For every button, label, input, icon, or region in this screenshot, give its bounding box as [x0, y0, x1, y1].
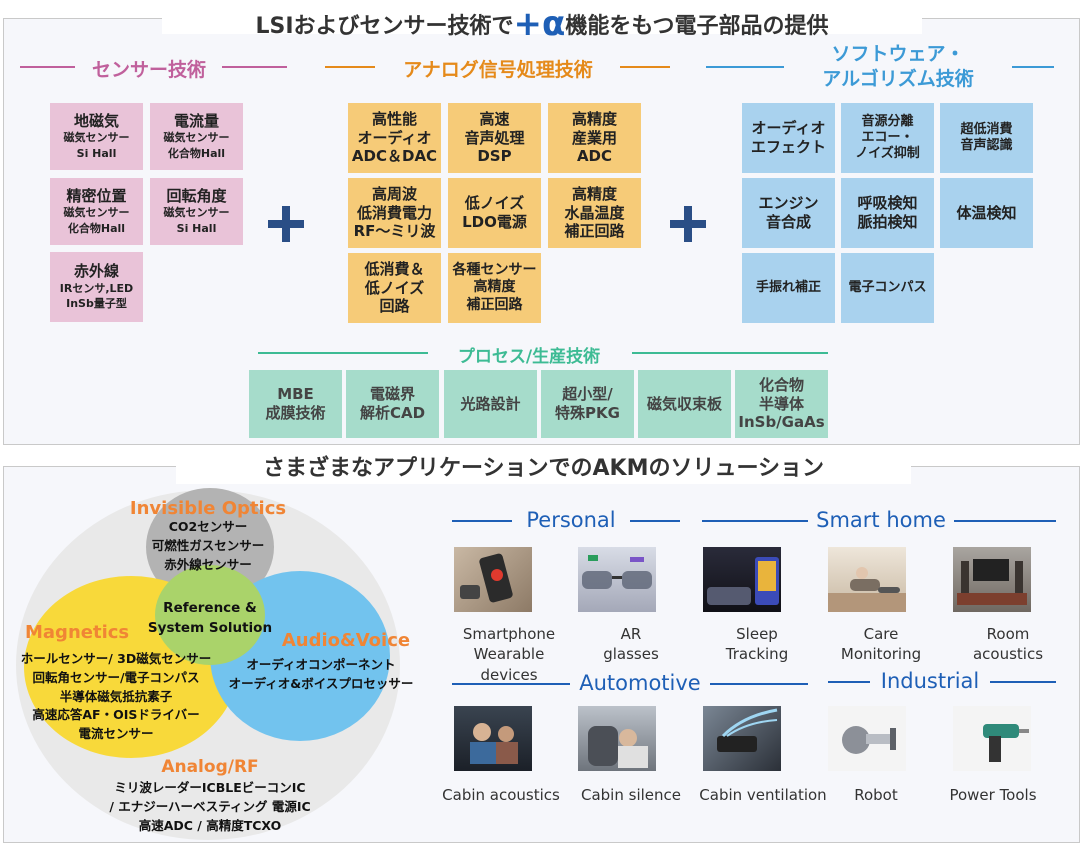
sensor-box-infrared: 赤外線 IRセンサ,LED InSb量子型 — [50, 252, 143, 322]
analog-box-crystal-compensation: 高精度 水晶温度 補正回路 — [548, 178, 641, 248]
technology-panel-title: LSIおよびセンサー技術で+α機能をもつ電子部品の提供 — [162, 2, 922, 41]
care-monitoring-photo — [828, 547, 906, 612]
app-label-smartphone: Smartphone Wearable devices — [462, 625, 556, 684]
analog-box-sensor-compensation: 各種センサー 高精度 補正回路 — [448, 253, 541, 323]
sensor-heading-line-left — [20, 66, 75, 68]
software-box-audio-effect: オーディオ エフェクト — [742, 103, 835, 173]
invisible-optics-title: Invisible Optics — [129, 498, 287, 519]
app-label-cabin-silence: Cabin silence — [581, 786, 681, 804]
invisible-optics-text: CO2センサー 可燃性ガスセンサー 赤外線センサー — [151, 519, 265, 572]
software-box-stabilization: 手振れ補正 — [742, 253, 835, 323]
app-label-sleep-tracking: Sleep Tracking — [725, 625, 789, 664]
software-box-voice-recognition: 超低消費 音声認識 — [940, 103, 1033, 173]
software-box-vital-detection: 呼吸検知 脈拍検知 — [841, 178, 934, 248]
process-box-flux-concentrator: 磁気収束板 — [638, 370, 731, 438]
venn-center-text: Reference & System Solution — [147, 600, 273, 637]
software-box-e-compass: 電子コンパス — [841, 253, 934, 323]
process-heading-line-left — [258, 352, 428, 354]
audio-voice-title: Audio&Voice — [281, 630, 411, 651]
plus-icon-right — [670, 206, 706, 242]
sensor-heading: センサー技術 — [91, 59, 206, 81]
analog-heading-line-left — [325, 66, 375, 68]
robot-arm-photo — [828, 706, 906, 771]
category-industrial: Industrial — [870, 669, 990, 693]
magnetics-title: Magnetics — [25, 622, 130, 643]
sensor-box-geomagnetic: 地磁気 磁気センサー Si Hall — [50, 103, 143, 170]
category-smart-home: Smart home — [808, 508, 954, 532]
sensor-box-rotation: 回転角度 磁気センサー Si Hall — [150, 178, 243, 245]
process-box-compound-semiconductor: 化合物 半導体 InSb/GaAs — [735, 370, 828, 438]
analog-box-low-noise-circuit: 低消費＆ 低ノイズ 回路 — [348, 253, 441, 323]
category-personal: Personal — [512, 508, 630, 532]
sensor-heading-line-right — [222, 66, 287, 68]
analog-heading-line-right — [620, 66, 670, 68]
app-label-care-monitoring: Care Monitoring — [840, 625, 922, 664]
solutions-panel-title: さまざまなアプリケーションでのAKMのソリューション — [176, 454, 911, 484]
category-automotive: Automotive — [570, 671, 710, 695]
app-label-cabin-ventilation: Cabin ventilation — [699, 786, 827, 804]
analog-heading: アナログ信号処理技術 — [403, 59, 593, 81]
app-label-ar-glasses: AR glasses — [603, 625, 659, 664]
analog-rf-text: ミリ波レーダーICBLEビーコンIC / エナジーハーベスティング 電源IC 高… — [109, 780, 311, 833]
cabin-silence-photo — [578, 706, 656, 771]
software-heading-line-left — [706, 66, 784, 68]
software-box-body-temperature: 体温検知 — [940, 178, 1033, 248]
cabin-acoustics-photo — [454, 706, 532, 771]
power-tool-photo — [953, 706, 1031, 771]
software-box-engine-sound: エンジン 音合成 — [742, 178, 835, 248]
process-box-optics: 光路設計 — [444, 370, 537, 438]
sensor-box-current: 電流量 磁気センサー 化合物Hall — [150, 103, 243, 170]
plus-alpha-mark: +α — [513, 4, 566, 44]
sensor-box-position: 精密位置 磁気センサー 化合物Hall — [50, 178, 143, 245]
process-heading: プロセス/生産技術 — [457, 347, 601, 367]
app-label-cabin-acoustics: Cabin acoustics — [442, 786, 560, 804]
process-heading-line-right — [632, 352, 828, 354]
analog-box-ldo: 低ノイズ LDO電源 — [448, 178, 541, 248]
ar-glasses-photo — [578, 547, 656, 612]
software-heading: ソフトウェア・ アルゴリズム技術 — [822, 43, 974, 90]
software-box-noise-suppression: 音源分離 エコー・ ノイズ抑制 — [841, 103, 934, 173]
app-label-room-acoustics: Room acoustics — [972, 625, 1044, 664]
audio-voice-text: オーディオコンポーネント オーディオ&ボイスプロセッサー — [228, 657, 414, 691]
cabin-ventilation-photo — [703, 706, 781, 771]
process-box-mbe: MBE 成膜技術 — [249, 370, 342, 438]
process-box-pkg: 超小型/ 特殊PKG — [541, 370, 634, 438]
process-box-cad: 電磁界 解析CAD — [346, 370, 439, 438]
app-label-power-tools: Power Tools — [949, 786, 1037, 804]
analog-box-rf: 高周波 低消費電力 RF〜ミリ波 — [348, 178, 441, 248]
analog-box-industrial-adc: 高精度 産業用 ADC — [548, 103, 641, 173]
venn-circle-center — [155, 565, 265, 665]
magnetics-text: ホールセンサー/ 3D磁気センサー 回転角センサー/電子コンパス 半導体磁気抵抗… — [20, 651, 212, 741]
analog-box-dsp: 高速 音声処理 DSP — [448, 103, 541, 173]
smartphone-photo — [454, 547, 532, 612]
analog-box-audio-adc-dac: 高性能 オーディオ ADC＆DAC — [348, 103, 441, 173]
sleep-tracking-photo — [703, 547, 781, 612]
room-acoustics-photo — [953, 547, 1031, 612]
analog-rf-title: Analog/RF — [161, 757, 259, 777]
software-heading-line-right — [1012, 66, 1054, 68]
plus-icon-left — [268, 206, 304, 242]
app-label-robot: Robot — [854, 786, 898, 804]
